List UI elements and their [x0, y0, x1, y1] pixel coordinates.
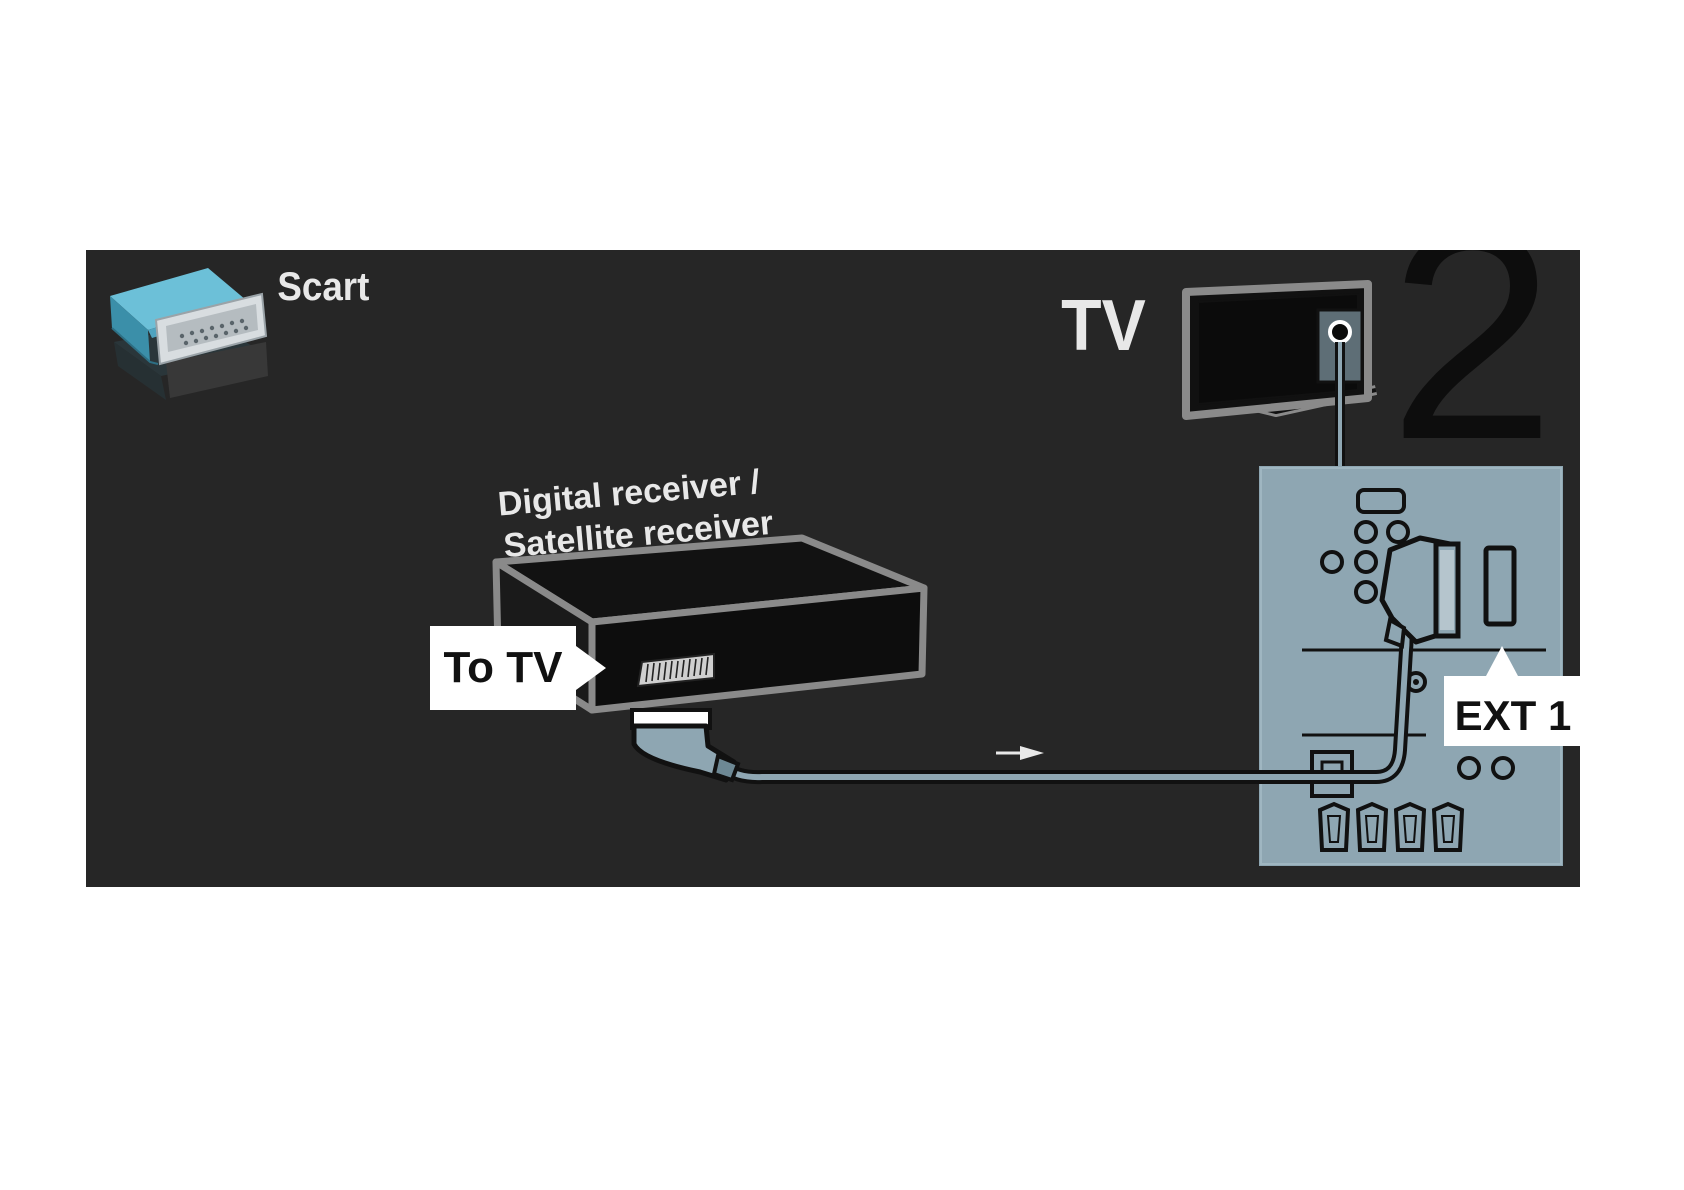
source-port-callout-text: To TV [444, 643, 564, 692]
step-number: 2 [1389, 250, 1556, 502]
arrow-right-icon [996, 746, 1044, 760]
connection-diagram: 2 [110, 250, 1580, 866]
connection-diagram-panel: 2 [86, 250, 1580, 887]
receiver-box-icon [492, 534, 928, 714]
tv-label: TV [1061, 284, 1146, 365]
connector-type-label: Scart [277, 265, 369, 310]
target-port-callout: EXT 1 [1444, 646, 1580, 746]
tv-scart-plug-icon [1379, 535, 1461, 649]
target-port-callout-text: EXT 1 [1455, 692, 1572, 739]
receiver-scart-plug-icon [630, 708, 741, 783]
scart-plug-icon [110, 268, 268, 400]
source-port-callout: To TV [430, 626, 606, 710]
tv-icon [1182, 280, 1378, 420]
